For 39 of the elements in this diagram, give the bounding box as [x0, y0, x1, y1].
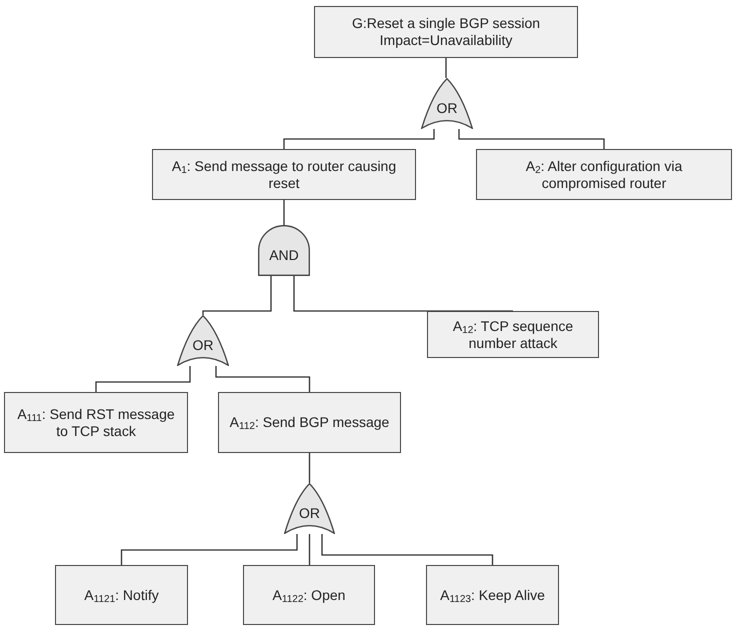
gate-label: OR — [192, 337, 214, 354]
connector-line — [95, 366, 191, 392]
event-text: Impact=Unavailability — [380, 32, 512, 49]
event-text: G:Reset a single BGP session — [352, 15, 540, 32]
event-box — [55, 565, 188, 625]
event-text: A$_{1123}$: Keep Alive — [440, 586, 545, 604]
connector-line — [321, 534, 494, 565]
event-box — [4, 392, 188, 453]
gate-label: OR — [436, 100, 458, 117]
event-box — [218, 392, 401, 453]
connector-line — [308, 453, 310, 483]
event-text: A$_{12}$: TCP sequence number attack — [452, 318, 574, 352]
and-gate — [258, 225, 310, 276]
connector-line — [283, 200, 285, 225]
or-gate — [421, 78, 473, 129]
gate-label: OR — [299, 505, 320, 522]
connector-line — [120, 534, 298, 565]
event-box — [427, 311, 599, 358]
event-box — [476, 149, 732, 200]
connector-line — [202, 276, 272, 315]
event-text: A$_{111}$: Send RST message to TCP stack — [16, 406, 176, 440]
event-box — [152, 149, 416, 200]
event-text: A$_{112}$: Send BGP message — [230, 414, 390, 431]
event-box — [314, 6, 578, 58]
event-text: A$_{2}$: Alter configuration via compromised router — [524, 158, 684, 192]
event-text: A$_{1}$: Send message to router causing reset — [170, 158, 398, 192]
or-gate — [284, 483, 335, 534]
connector-line — [445, 58, 447, 78]
connector-line — [458, 129, 605, 149]
or-gate — [177, 315, 229, 366]
event-box — [243, 565, 375, 625]
event-text: A$_{1122}$: Open — [272, 586, 346, 604]
connector-line — [283, 129, 435, 149]
connector-line — [308, 534, 310, 565]
connector-line — [293, 276, 514, 312]
connector-line — [215, 366, 310, 392]
gate-label: AND — [269, 247, 299, 264]
event-text: A$_{1121}$: Notify — [84, 586, 159, 604]
event-box — [426, 565, 559, 625]
